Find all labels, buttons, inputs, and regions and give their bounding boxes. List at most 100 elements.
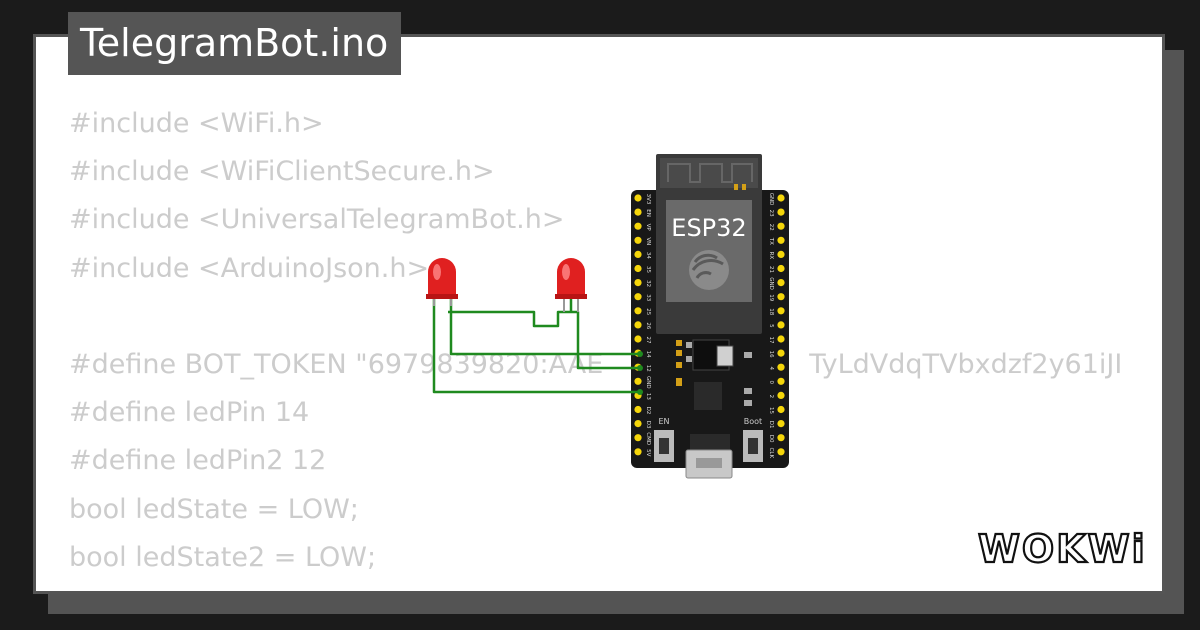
en-label: EN: [658, 417, 669, 426]
led-2-body: [557, 258, 585, 294]
pin-label: GND: [768, 193, 774, 206]
antenna-area: [660, 158, 758, 188]
pin-label: VN: [645, 237, 651, 245]
pin-pad[interactable]: [777, 208, 785, 216]
pin-pad[interactable]: [634, 279, 642, 287]
red-led-2[interactable]: [555, 258, 587, 312]
pin-pad[interactable]: [777, 405, 785, 414]
pin-label: 4: [768, 366, 774, 370]
pin-label: TX: [768, 237, 774, 245]
pin-pad[interactable]: [777, 222, 785, 230]
pin-pad[interactable]: [634, 420, 642, 428]
pin-label: 33: [645, 294, 651, 301]
pin-pad[interactable]: [777, 321, 785, 329]
wire-gnd[interactable]: [432, 298, 640, 394]
code-line: #include <UniversalTelegramBot.h>: [69, 204, 565, 236]
pin-pad[interactable]: [634, 405, 642, 414]
pin-pad[interactable]: [777, 363, 785, 371]
pin-label: 15: [768, 407, 774, 414]
pin-label: 34: [645, 252, 651, 259]
pin-pad[interactable]: [777, 307, 785, 315]
pin-label: 26: [645, 322, 651, 329]
pin-label: 23: [768, 210, 774, 217]
code-preview: #include <WiFi.h> #include <WiFiClientSe…: [69, 100, 1122, 582]
pin-label: 32: [645, 280, 651, 287]
pin-label: D1: [768, 421, 774, 429]
pin-pad[interactable]: [634, 194, 642, 202]
pin-pad[interactable]: [634, 335, 642, 343]
pin-pad[interactable]: [777, 349, 785, 357]
pin-label: 16: [768, 351, 774, 358]
pin-label: D3: [645, 421, 651, 429]
pin-label: 35: [645, 266, 651, 273]
code-line: #include <ArduinoJson.h>: [69, 252, 430, 284]
wokwi-logo[interactable]: WOKWi: [976, 524, 1152, 574]
code-line: #include <WiFi.h>: [69, 108, 324, 139]
pin-pad[interactable]: [634, 250, 642, 258]
pin-pad[interactable]: [777, 434, 785, 442]
pin-pad[interactable]: [777, 250, 785, 258]
pin-label: 5: [768, 324, 774, 328]
led-1-body: [428, 258, 456, 294]
pin-label: 25: [645, 308, 651, 315]
pin-pad[interactable]: [777, 377, 785, 385]
pin-label: CLK: [768, 448, 774, 459]
pin-label: GND: [768, 277, 774, 290]
wire-pin12[interactable]: [448, 310, 640, 370]
pin-pad[interactable]: [777, 420, 785, 428]
pin-label: D2: [645, 407, 651, 415]
code-line: bool ledState = LOW;: [69, 493, 359, 525]
espressif-logo-icon: [689, 250, 729, 290]
pin-pad[interactable]: [634, 264, 642, 273]
pin-label: D0: [768, 435, 774, 443]
code-line: #define BOT_TOKEN "6979839820:AAE TyLdVd…: [69, 348, 1123, 380]
pin-label: 27: [645, 337, 651, 344]
file-tab-title[interactable]: TelegramBot.ino: [68, 12, 401, 75]
pin-pad[interactable]: [634, 208, 642, 216]
code-line: #define ledPin2 12: [69, 445, 327, 477]
chip-label: ESP32: [671, 214, 746, 242]
pin-pad[interactable]: [777, 335, 785, 343]
pin-label: 18: [768, 308, 774, 315]
pin-pad[interactable]: [634, 377, 642, 385]
pin-label: 2: [768, 395, 774, 399]
pin-label: 19: [768, 294, 774, 301]
pin-pad[interactable]: [634, 236, 642, 244]
pin-pad[interactable]: [777, 279, 785, 287]
pin-label: 13: [645, 393, 651, 400]
logo-text: WOKWi: [978, 527, 1147, 571]
pin-label: CMD: [645, 432, 651, 445]
pin-label: 12: [645, 365, 651, 372]
pin-pad[interactable]: [634, 307, 642, 315]
pin-pad[interactable]: [777, 293, 785, 301]
pin-label: GND: [645, 376, 651, 389]
red-led-1[interactable]: [426, 258, 458, 306]
code-line: #include <WiFiClientSecure.h>: [69, 156, 495, 188]
pin-label: EN: [645, 209, 651, 217]
esp32-board[interactable]: ESP32 EN Boot 3V3ENVPVN34353233252627141…: [631, 154, 789, 479]
pin-pad[interactable]: [777, 448, 785, 456]
pin-label: 22: [768, 224, 774, 231]
boot-label: Boot: [744, 417, 762, 426]
antenna-trace: [667, 163, 753, 183]
pin-pad[interactable]: [634, 448, 642, 456]
pin-pad[interactable]: [634, 222, 642, 230]
pin-label: 17: [768, 337, 774, 344]
pin-pad[interactable]: [634, 321, 642, 329]
pin-pad[interactable]: [634, 434, 642, 442]
pin-label: 3V3: [645, 194, 651, 205]
pin-label: 14: [645, 351, 651, 358]
pin-pad[interactable]: [777, 391, 785, 399]
pin-pad[interactable]: [634, 293, 642, 301]
pin-pad[interactable]: [777, 264, 785, 273]
simulation-canvas[interactable]: [33, 34, 1165, 594]
pin-pad[interactable]: [777, 194, 785, 202]
code-line: #define ledPin 14: [69, 397, 310, 429]
pin-label: 0: [768, 381, 774, 385]
left-pin-header: 3V3ENVPVN343532332526271412GND13D2D3CMD5…: [634, 194, 651, 457]
pin-pad[interactable]: [777, 236, 785, 244]
wires: [432, 298, 640, 394]
code-line: bool ledState2 = LOW;: [69, 541, 377, 573]
